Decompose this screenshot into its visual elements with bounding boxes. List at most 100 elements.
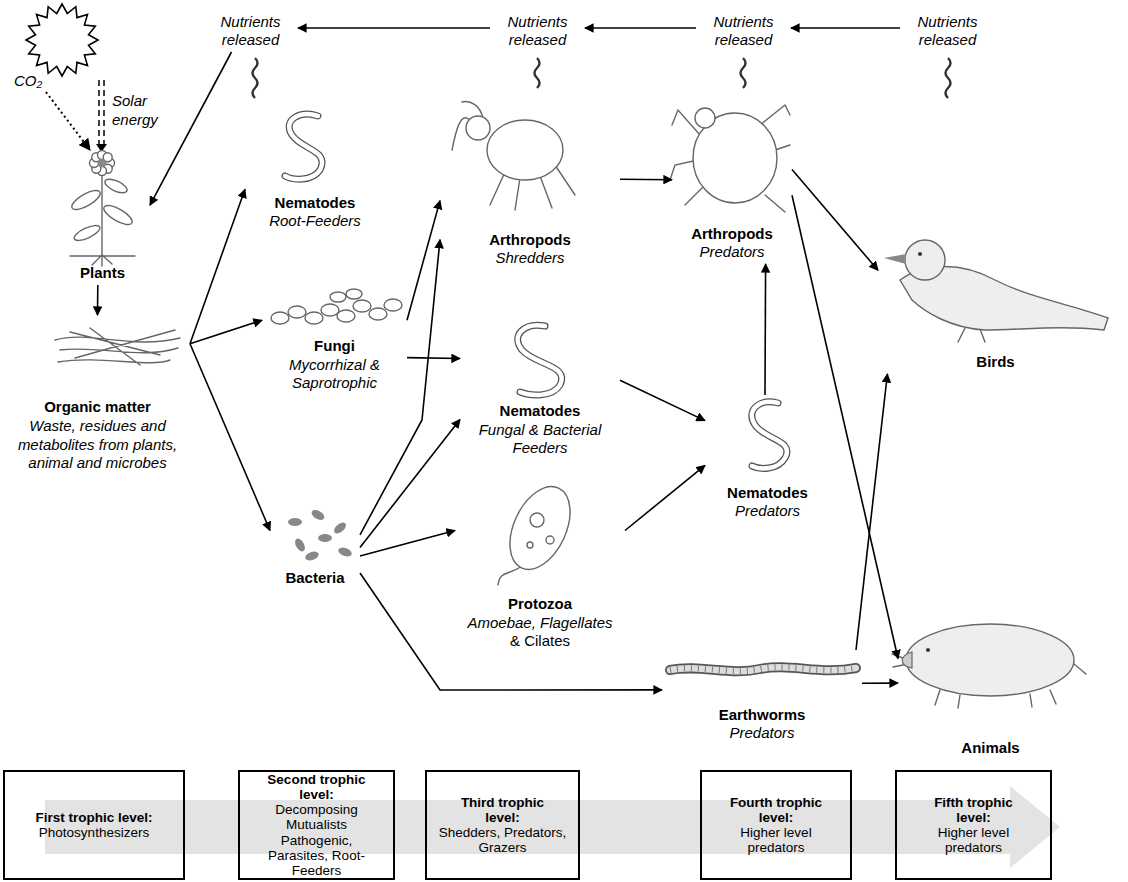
nematode-drawing <box>285 114 322 179</box>
fungal-cell <box>288 306 306 318</box>
flower-center <box>98 159 106 167</box>
solar-ray <box>98 80 100 144</box>
arrow-connector <box>190 320 262 344</box>
nutrient-node: Nutrients released <box>203 4 298 52</box>
node-text: First trophic level: <box>35 810 152 825</box>
arrow-connector <box>360 573 662 690</box>
arrow-connector <box>150 52 232 205</box>
organism-node: FungiMycorrhizal & Saprotrophic <box>262 285 407 395</box>
arrow-connector <box>190 344 270 531</box>
node-text: Shedders, Predators, Grazers <box>431 825 574 855</box>
nematode-drawing <box>518 325 562 395</box>
node-text: Fungal & Bacterial Feeders <box>465 421 615 459</box>
organic-matter-litter <box>55 328 180 365</box>
solar-ray <box>103 80 105 144</box>
arrow-connector <box>360 419 460 547</box>
annotation-label: CO₂ <box>14 72 42 91</box>
organism-node: NematodesFungal & Bacterial Feeders <box>460 315 620 460</box>
fungal-cell <box>337 310 355 322</box>
arrow-connector <box>791 27 900 29</box>
node-text: Higher level predators <box>719 825 834 855</box>
node-text: Shredders <box>495 249 564 268</box>
fungal-cell <box>271 312 289 324</box>
node-text: Nutrients released <box>490 13 585 51</box>
organism-node: ProtozoaAmoebae, Flagellates& Cilates <box>455 478 625 653</box>
fungal-cell <box>321 304 339 316</box>
node-text: Arthropods <box>691 225 773 244</box>
node-text: Third trophic level: <box>445 795 560 825</box>
node-text: Earthworms <box>719 706 806 725</box>
plant-leaf <box>72 223 102 244</box>
arrow-connector <box>585 27 696 29</box>
earthworm-drawing <box>670 667 856 671</box>
bacterium <box>288 518 302 526</box>
plant-leaf <box>103 176 129 195</box>
animal-snout <box>902 652 912 668</box>
fungal-cell <box>330 292 346 302</box>
node-text: Nutrients released <box>696 13 791 51</box>
arrow-connector <box>792 195 898 658</box>
node-text: Nematodes <box>727 484 808 503</box>
arrow-connector <box>190 189 245 343</box>
plant-leaf <box>69 187 103 213</box>
node-text: Waste, residues and metabolites from pla… <box>14 417 182 473</box>
arthropod-legs <box>452 102 575 210</box>
organism-node: Plants <box>55 145 150 285</box>
node-text: Predators <box>735 502 800 521</box>
arrow-connector <box>625 465 705 530</box>
fungal-cell <box>346 289 362 299</box>
earthworm-drawing <box>670 667 856 671</box>
node-text: Protozoa <box>508 595 572 614</box>
nutrient-node: Nutrients released <box>696 4 791 52</box>
bird-head <box>905 240 945 280</box>
fungal-cell <box>369 308 387 320</box>
node-text: & Cilates <box>510 632 570 651</box>
bacterium <box>304 550 320 562</box>
node-text: Decomposing Mutualists Pathogenic, Paras… <box>257 802 377 878</box>
node-text: Animals <box>961 739 1019 758</box>
arrow-connector <box>620 178 672 180</box>
node-text: Fourth trophic level: <box>719 795 834 825</box>
organism-node: EarthwormsPredators <box>662 650 862 745</box>
trophic-level-box: Fifth trophic level:Higher level predato… <box>895 770 1052 880</box>
bacterium <box>293 537 307 553</box>
co2-arrow <box>46 92 90 150</box>
node-text: Predators <box>699 243 764 262</box>
annotation-label: Solar energy <box>112 92 174 130</box>
sun-symbol <box>26 4 98 76</box>
arrow-connector <box>97 285 99 315</box>
arthropod-head <box>466 116 490 140</box>
node-text: Fungi <box>314 337 355 356</box>
organism-node: NematodesRoot-Feeders <box>245 108 385 233</box>
mite-head <box>695 108 715 128</box>
nutrient-squiggle <box>946 58 951 98</box>
protozoa-vacuole <box>546 536 554 544</box>
node-text: Organic matter <box>44 398 151 417</box>
fungal-cell <box>384 299 402 311</box>
arrow-connector <box>298 27 490 29</box>
plant-leaf <box>101 202 135 228</box>
plant-stem <box>101 172 102 255</box>
arthropod-body <box>487 120 563 180</box>
node-text: Nematodes <box>500 402 581 421</box>
organism-node: ArthropodsPredators <box>672 92 792 264</box>
protozoa-vacuole <box>527 542 533 548</box>
node-text: Bacteria <box>285 569 344 588</box>
node-text: Predators <box>729 724 794 743</box>
trophic-level-box: Fourth trophic level:Higher level predat… <box>700 770 852 880</box>
trophic-level-box: First trophic level:Photosynthesizers <box>3 770 185 880</box>
node-text: Plants <box>80 264 125 283</box>
node-text: Nutrients released <box>900 13 995 51</box>
bacterium <box>337 546 353 558</box>
arrow-connector <box>360 531 455 557</box>
animal-eye <box>926 648 930 652</box>
arrow-connector <box>620 380 705 420</box>
node-text: Mycorrhizal & Saprotrophic <box>276 356 394 394</box>
bacterium <box>310 508 326 522</box>
trophic-band-arrow <box>45 786 1060 868</box>
nutrient-squiggle <box>535 58 540 88</box>
bacterium <box>318 534 332 542</box>
arrow-connector <box>856 374 887 650</box>
protozoa-nucleus <box>530 513 544 527</box>
